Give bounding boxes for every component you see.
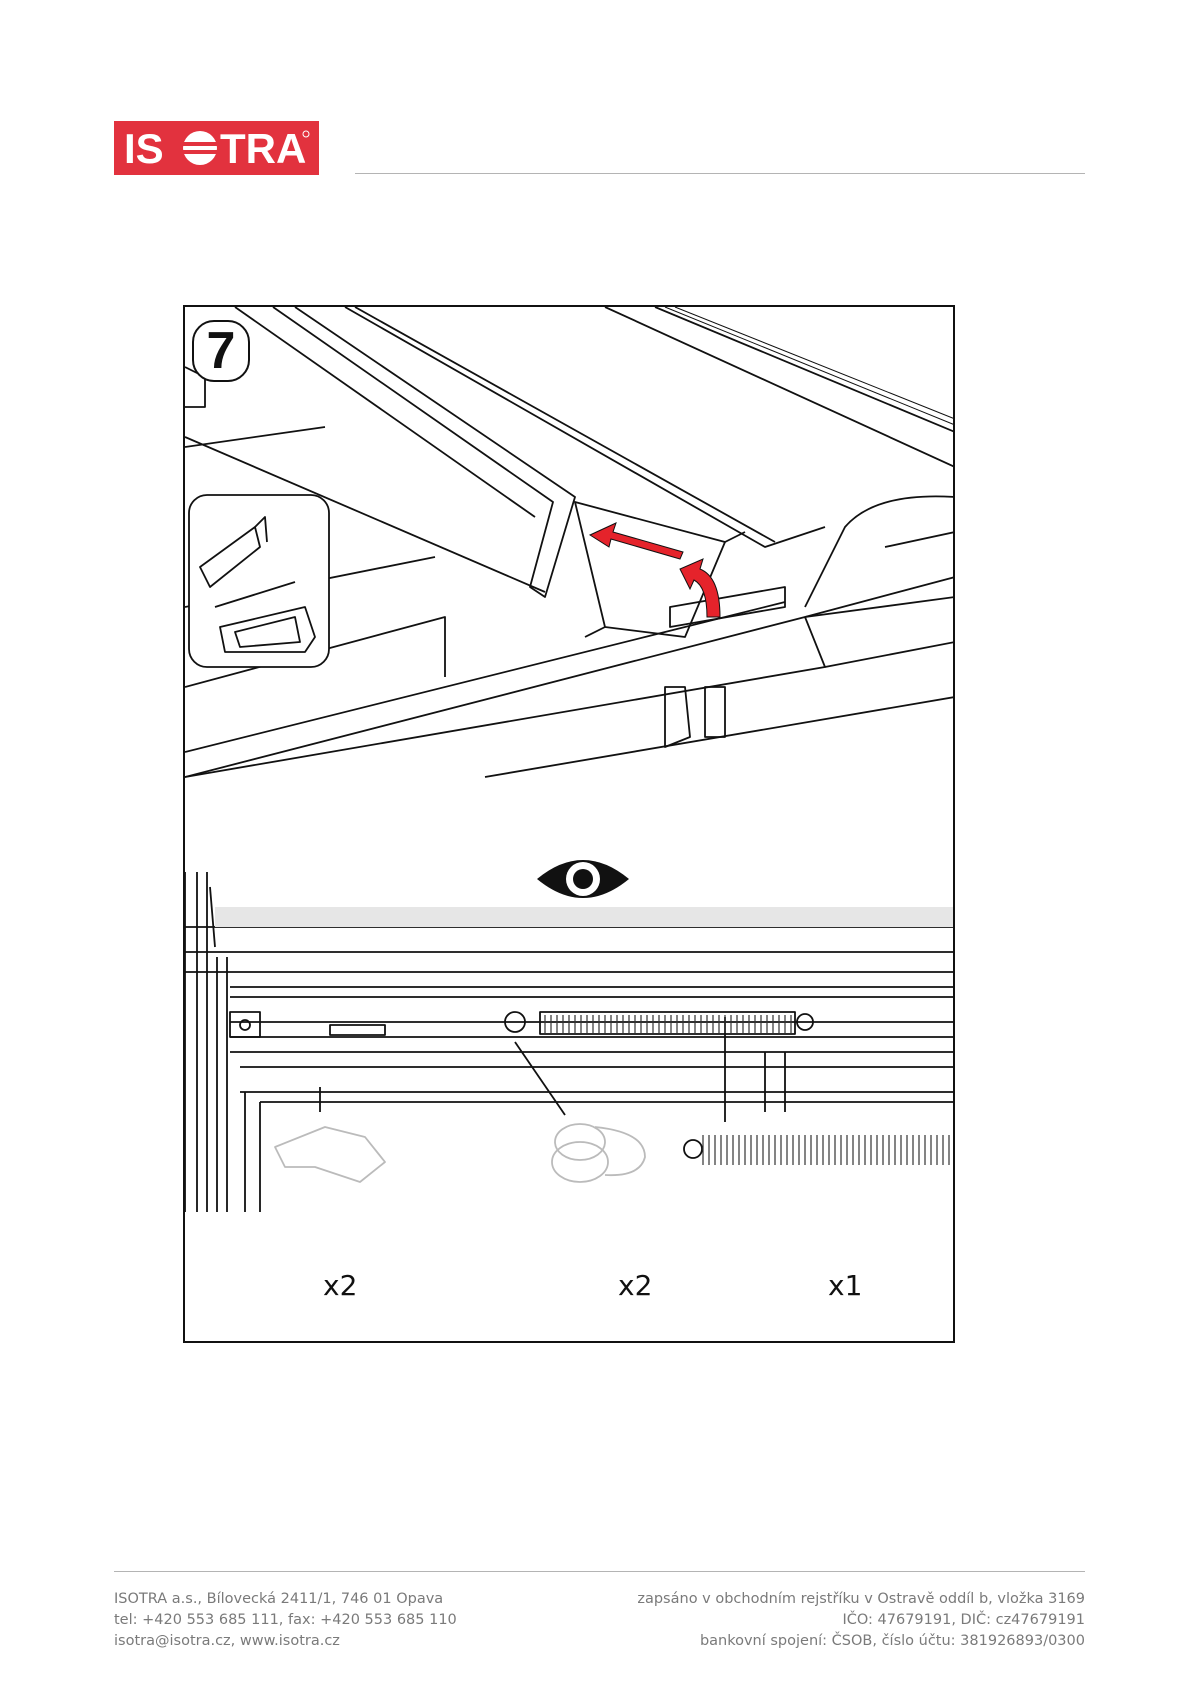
registry-note: zapsáno v obchodním rejstříku v Ostravě … (637, 1589, 1085, 1610)
instruction-figure: 7 x2 x2 x1 (183, 305, 955, 1343)
company-registration: zapsáno v obchodním rejstříku v Ostravě … (637, 1589, 1085, 1652)
isotra-logo: IS TRA (114, 121, 319, 175)
isotra-logo-mark: IS TRA (122, 126, 312, 170)
company-phone: tel: +420 553 685 111, fax: +420 553 685… (114, 1610, 457, 1631)
slide-arrow (590, 523, 683, 559)
pulley-quantity: x2 (618, 1269, 652, 1302)
company-ids: IČO: 47679191, DIČ: cz47679191 (637, 1610, 1085, 1631)
header-divider (355, 173, 1085, 174)
bracket-quantity: x2 (323, 1269, 357, 1302)
svg-text:IS: IS (124, 126, 164, 170)
company-address: ISOTRA a.s., Bílovecká 2411/1, 746 01 Op… (114, 1589, 457, 1610)
bank-details: bankovní spojení: ČSOB, číslo účtu: 3819… (637, 1631, 1085, 1652)
eye-icon (537, 860, 629, 898)
step-number-badge: 7 (192, 320, 250, 382)
svg-text:TRA: TRA (220, 126, 306, 170)
company-email-web: isotra@isotra.cz, www.isotra.cz (114, 1631, 457, 1652)
spring-quantity: x1 (828, 1269, 862, 1302)
company-contact: ISOTRA a.s., Bílovecká 2411/1, 746 01 Op… (114, 1589, 457, 1652)
assembly-drawing (185, 307, 955, 1343)
footer-divider (114, 1571, 1085, 1572)
